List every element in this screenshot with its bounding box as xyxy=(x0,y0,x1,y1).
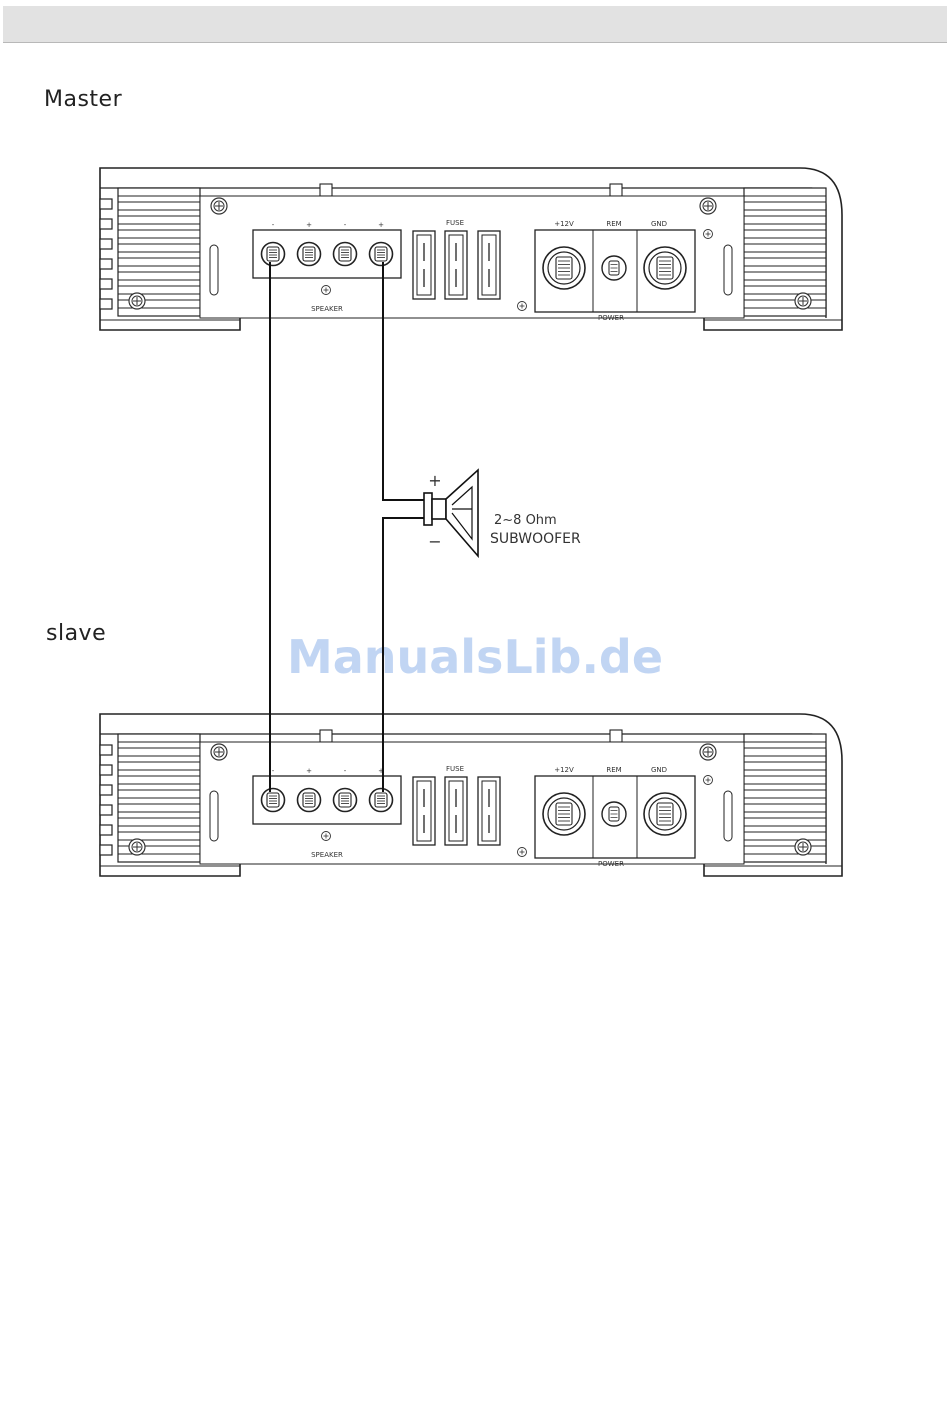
speaker-terminal-icon xyxy=(370,243,393,266)
fuse-icon xyxy=(478,777,500,845)
subwoofer-plus-label: + xyxy=(428,471,441,490)
fuse-icon xyxy=(413,777,435,845)
rem-terminal-icon xyxy=(602,802,626,826)
screw-icon xyxy=(700,198,716,214)
screw-icon xyxy=(795,293,811,309)
screw-icon xyxy=(129,293,145,309)
fuse-icon xyxy=(478,231,500,299)
screw-icon xyxy=(322,286,331,295)
screw-icon xyxy=(129,839,145,855)
screw-icon xyxy=(518,302,527,311)
speaker-label: SPEAKER xyxy=(311,305,343,313)
subwoofer-impedance: 2~8 Ohm xyxy=(494,513,557,528)
screw-icon xyxy=(700,744,716,760)
screw-icon xyxy=(211,198,227,214)
rem-terminal-icon xyxy=(602,256,626,280)
speaker-terminal-icon xyxy=(298,789,321,812)
screw-icon xyxy=(211,744,227,760)
slave-power-terminal-label-12v: +12V xyxy=(554,766,574,774)
fuse-icon xyxy=(445,777,467,845)
speaker-terminal-icon xyxy=(262,789,285,812)
screw-icon xyxy=(795,839,811,855)
slave-amplifier: - + - + SPEAKER FUSE +12V REM GND POWER xyxy=(100,714,842,876)
speaker-terminal-icon xyxy=(334,789,357,812)
screw-icon xyxy=(518,848,527,857)
ground-terminal-icon xyxy=(644,247,686,289)
fuse-label: FUSE xyxy=(446,219,464,227)
slave-speaker-label: SPEAKER xyxy=(311,851,343,859)
speaker-terminal-label-2: + xyxy=(306,221,312,229)
power-terminal-label-gnd: GND xyxy=(651,220,667,228)
speaker-terminal-icon xyxy=(334,243,357,266)
power-terminal-icon xyxy=(543,793,585,835)
speaker-terminal-icon xyxy=(298,243,321,266)
slave-power-terminal-label-gnd: GND xyxy=(651,766,667,774)
fuse-icon xyxy=(413,231,435,299)
screw-icon xyxy=(704,230,713,239)
slave-power-label: POWER xyxy=(598,860,624,868)
speaker-terminal-icon xyxy=(262,243,285,266)
slave-power-terminal-label-rem: REM xyxy=(606,766,621,774)
bridge-wires xyxy=(270,262,426,792)
power-label: POWER xyxy=(598,314,624,322)
subwoofer-name: SUBWOOFER xyxy=(490,531,581,547)
screw-icon xyxy=(322,832,331,841)
slave-speaker-terminal-label-2: + xyxy=(306,767,312,775)
power-terminal-icon xyxy=(543,247,585,289)
subwoofer-minus-label: − xyxy=(428,532,441,551)
master-amplifier: - + - + SPEAKER FUSE +12V REM GND POWER xyxy=(100,168,842,330)
fuse-icon xyxy=(445,231,467,299)
slave-fuse-label: FUSE xyxy=(446,765,464,773)
speaker-terminal-icon xyxy=(370,789,393,812)
ground-terminal-icon xyxy=(644,793,686,835)
speaker-terminal-label-4: + xyxy=(378,221,384,229)
power-terminal-label-12v: +12V xyxy=(554,220,574,228)
screw-icon xyxy=(704,776,713,785)
power-terminal-label-rem: REM xyxy=(606,220,621,228)
